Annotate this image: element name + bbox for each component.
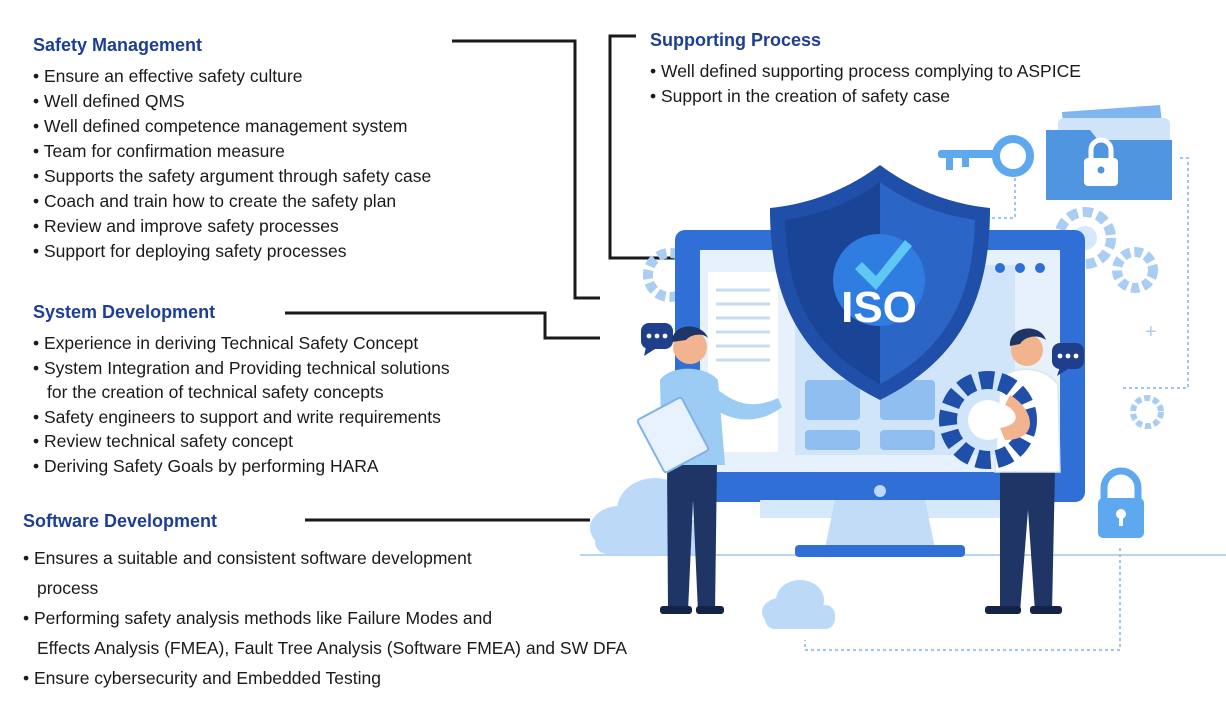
list-item: Ensure cybersecurity and Embedded Testin… <box>23 663 627 693</box>
list-item: Supports the safety argument through saf… <box>33 164 431 189</box>
list-item: Ensure an effective safety culture <box>33 64 431 89</box>
list-item-continuation: process <box>37 578 99 598</box>
list-item: Performing safety analysis methods like … <box>23 603 627 633</box>
list-item-continuation: Effects Analysis (FMEA), Fault Tree Anal… <box>37 638 627 658</box>
folder-lock-icon <box>1046 105 1172 200</box>
list-item: Support in the creation of safety case <box>650 84 1081 109</box>
list-item: Team for confirmation measure <box>33 139 431 164</box>
chat-bubble-icon <box>641 323 1084 376</box>
padlock-icon <box>1098 467 1144 538</box>
software-development-section: Software Development Ensures a suitable … <box>23 511 627 693</box>
person-right <box>939 328 1062 614</box>
list-item: Ensures a suitable and consistent softwa… <box>23 543 627 573</box>
list-item: Experience in deriving Technical Safety … <box>33 331 450 356</box>
shield-text: ISO <box>841 283 917 332</box>
list-item-continuation: for the creation of technical safety con… <box>47 382 384 402</box>
software-development-title: Software Development <box>23 511 218 531</box>
software-development-list: Ensures a suitable and consistent softwa… <box>23 543 627 693</box>
system-development-section: System Development Experience in derivin… <box>33 302 450 478</box>
list-item: Well defined competence management syste… <box>33 114 431 139</box>
connector-system <box>285 311 600 340</box>
safety-management-list: Ensure an effective safety culture Well … <box>33 64 431 264</box>
svg-text:+: + <box>1145 321 1157 343</box>
system-development-list: Experience in deriving Technical Safety … <box>33 331 450 478</box>
key-icon <box>938 135 1034 177</box>
checkmark-icon <box>855 240 912 290</box>
list-item: Safety engineers to support and write re… <box>33 405 450 430</box>
safety-management-title: Safety Management <box>33 35 203 55</box>
list-item: Review and improve safety processes <box>33 214 431 239</box>
supporting-process-list: Well defined supporting process complyin… <box>650 59 1081 109</box>
list-item: Support for deploying safety processes <box>33 239 431 264</box>
person-left <box>636 326 782 614</box>
supporting-process-section: Supporting Process Well defined supporti… <box>650 30 1081 109</box>
list-item: System Integration and Providing technic… <box>33 356 450 381</box>
list-item: Deriving Safety Goals by performing HARA <box>33 454 450 479</box>
shield: ISO <box>770 165 990 400</box>
supporting-process-title: Supporting Process <box>650 30 822 50</box>
list-item: Review technical safety concept <box>33 429 450 454</box>
system-development-title: System Development <box>33 302 216 322</box>
safety-management-section: Safety Management Ensure an effective sa… <box>33 35 431 264</box>
connector-safety <box>452 39 600 300</box>
list-item: Coach and train how to create the safety… <box>33 189 431 214</box>
list-item: Well defined QMS <box>33 89 431 114</box>
list-item: Well defined supporting process complyin… <box>650 59 1081 84</box>
